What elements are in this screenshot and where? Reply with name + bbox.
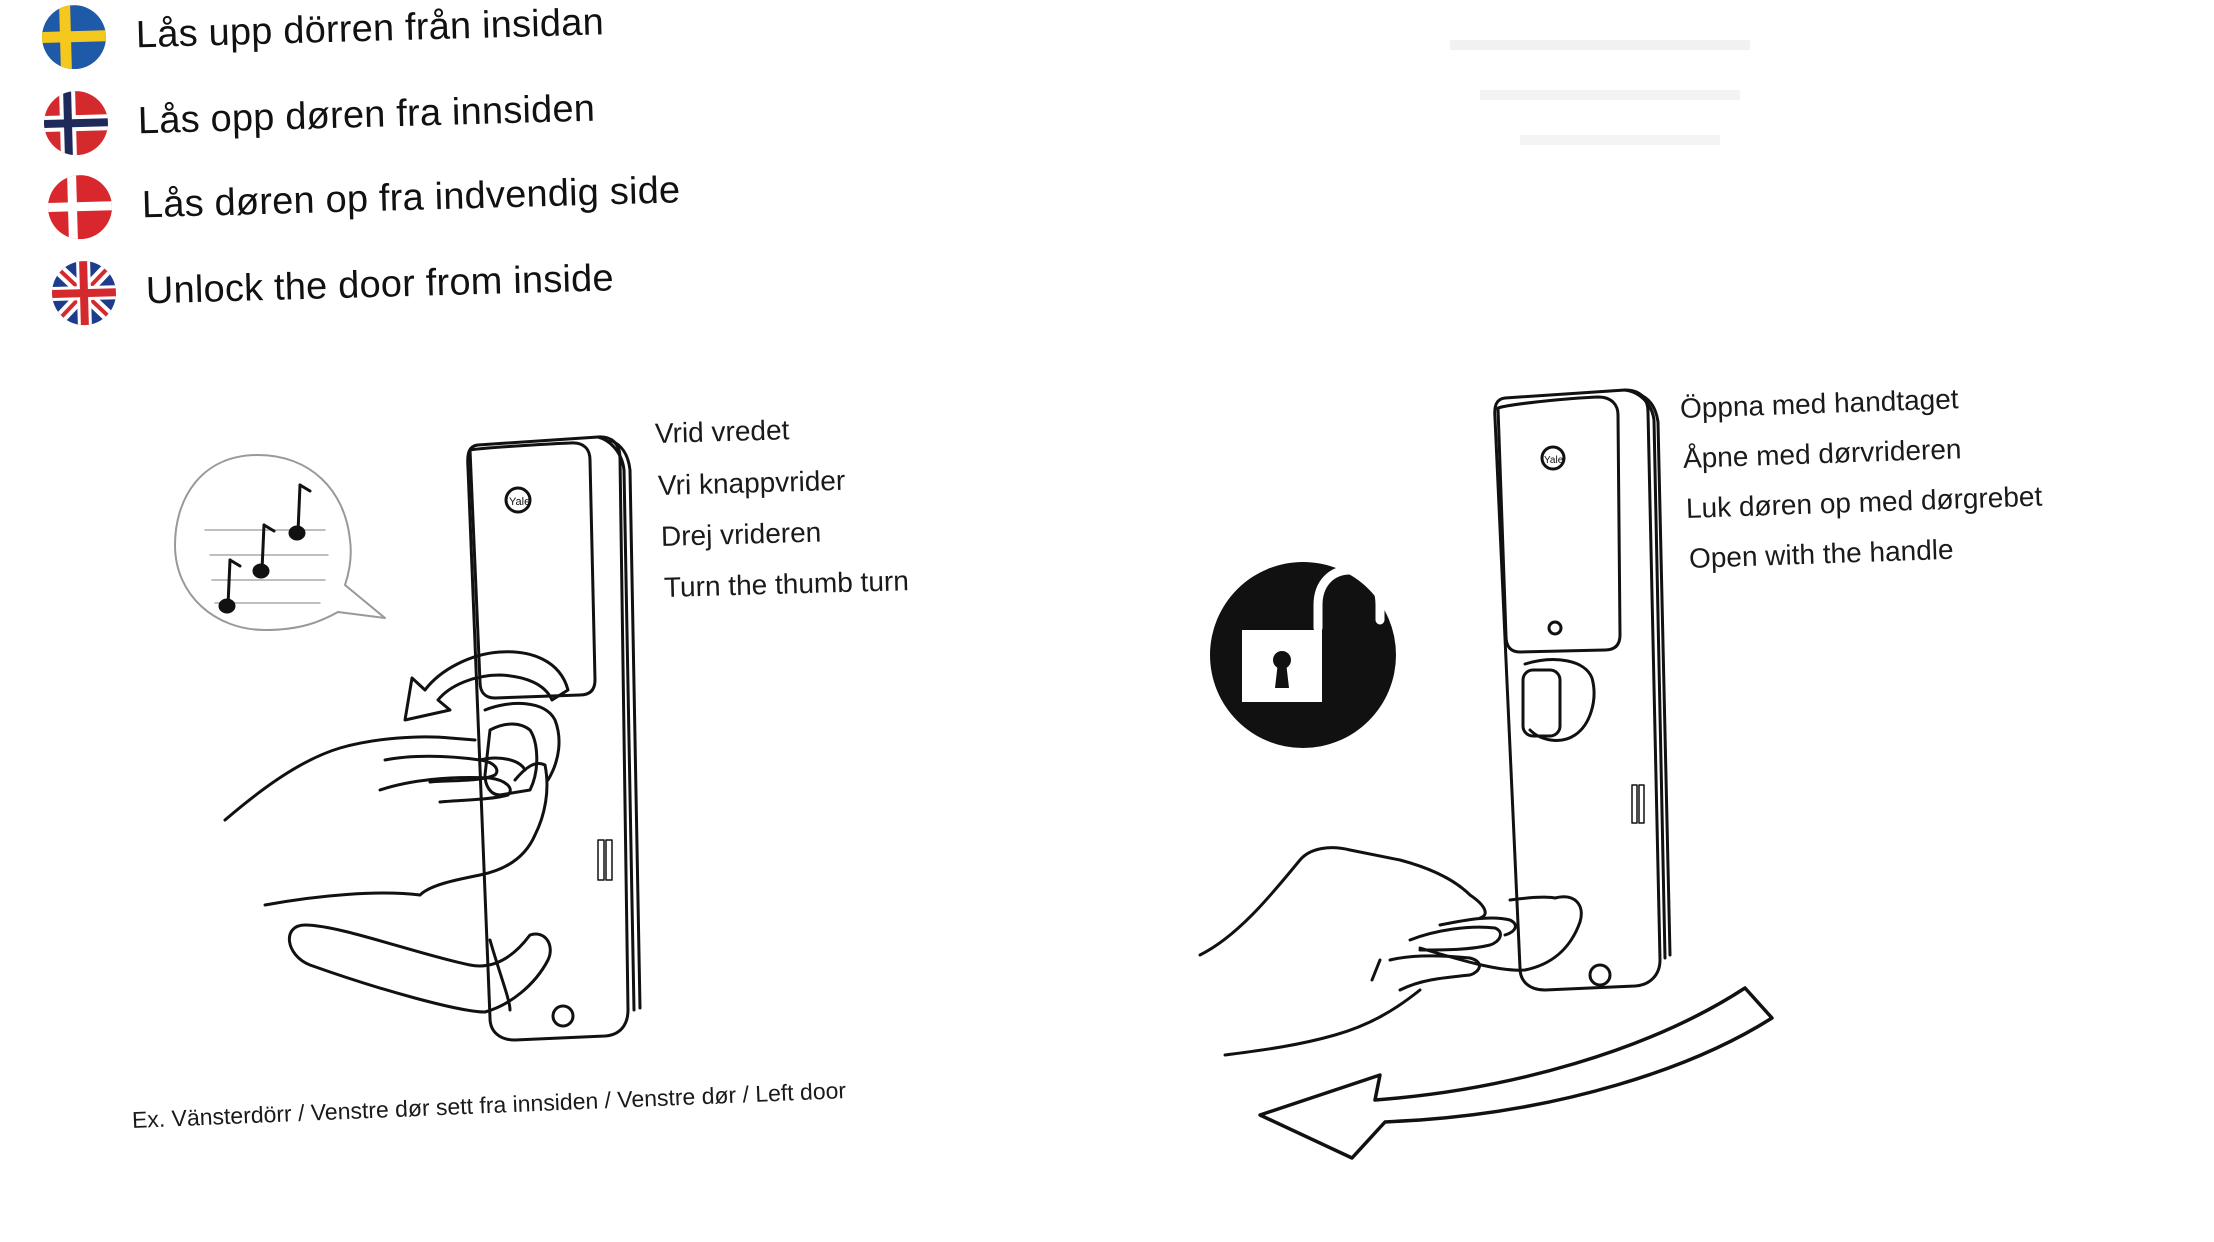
bleed-through-mark xyxy=(1450,40,1750,50)
step1-brand-logo: Yale xyxy=(509,496,530,508)
curved-arrow-icon xyxy=(403,650,570,722)
bleed-through-mark xyxy=(1520,135,1720,145)
step2-lever-handle xyxy=(1418,895,1583,972)
door-open-arrow-icon xyxy=(1258,986,1774,1160)
step1-lever-handle xyxy=(287,923,552,1014)
step2-lock-body xyxy=(1493,388,1672,992)
heading-sweden: Lås upp dörren från insidan xyxy=(41,0,605,70)
norway-flag-icon xyxy=(43,90,109,156)
hand-turning-thumbturn xyxy=(223,735,549,907)
step2-brand-logo: Yale xyxy=(1544,455,1564,466)
step1-lock-body xyxy=(466,435,642,1042)
denmark-flag-icon xyxy=(47,174,113,240)
bleed-through-mark xyxy=(1480,90,1740,100)
heading-denmark: Lås døren op fra indvendig side xyxy=(47,158,681,240)
sweden-flag-icon xyxy=(41,4,107,70)
heading-uk: Unlock the door from inside xyxy=(51,246,615,326)
uk-flag-icon xyxy=(51,260,117,326)
unlocked-padlock-icon xyxy=(1210,562,1396,748)
hand-pressing-handle xyxy=(1198,846,1517,1057)
music-notes-icon xyxy=(174,454,386,631)
heading-norway: Lås opp døren fra innsiden xyxy=(43,77,596,156)
